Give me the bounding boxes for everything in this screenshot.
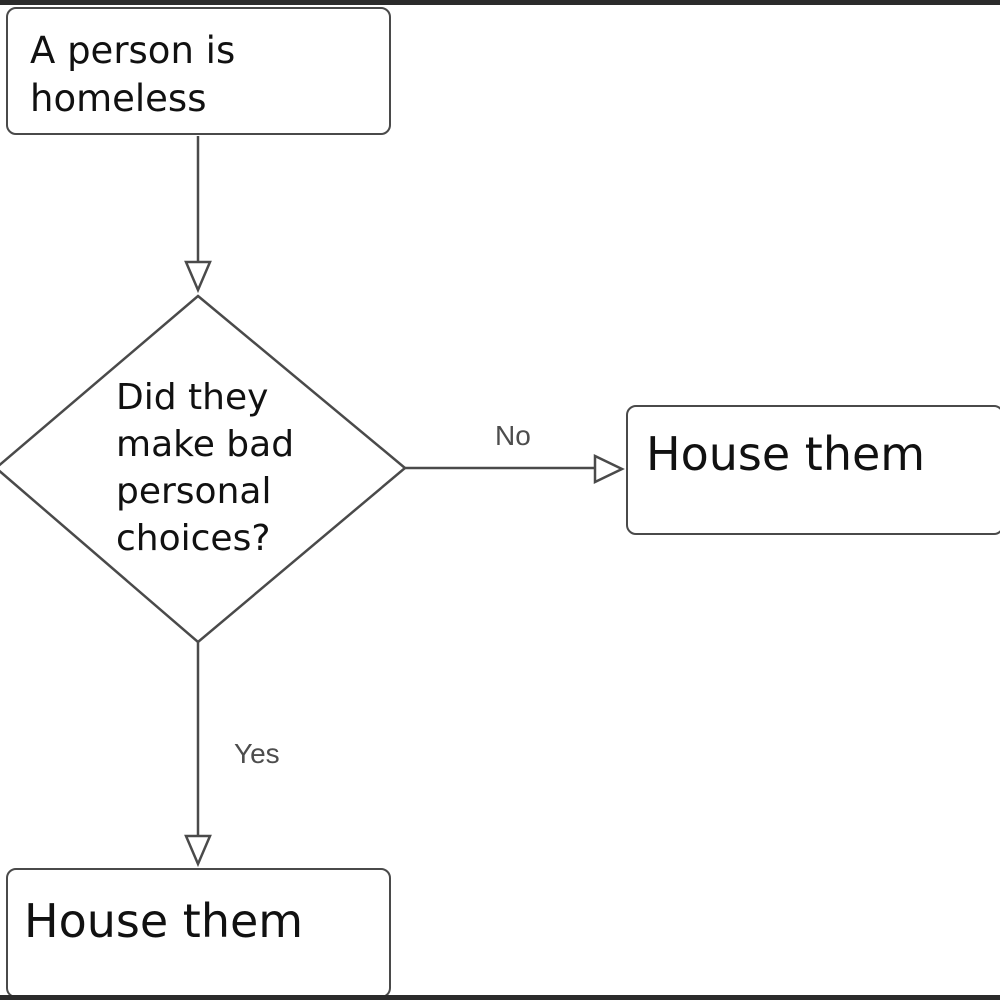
start-node: A person is homeless — [6, 7, 391, 135]
edge-label-yes: Yes — [234, 738, 280, 769]
arrowhead-down-decision — [184, 260, 212, 294]
top-frame-border — [0, 0, 1000, 5]
start-node-text: A person is homeless — [30, 29, 236, 120]
bottom-frame-border — [0, 995, 1000, 1000]
no-outcome-text: House them — [646, 427, 926, 481]
decision-line-2: make bad — [116, 424, 295, 465]
decision-line-1: Did they — [116, 377, 269, 418]
no-outcome-node: House them — [626, 405, 1000, 535]
arrowhead-down-yes — [184, 834, 212, 868]
arrowhead-right-no — [593, 454, 625, 484]
decision-line-3: personal — [116, 471, 272, 512]
yes-outcome-text: House them — [24, 894, 304, 948]
decision-node-text: Did they make bad personal choices? — [116, 374, 346, 562]
decision-line-4: choices? — [116, 518, 271, 559]
yes-outcome-node: House them — [6, 868, 391, 998]
edge-label-no: No — [495, 420, 531, 451]
